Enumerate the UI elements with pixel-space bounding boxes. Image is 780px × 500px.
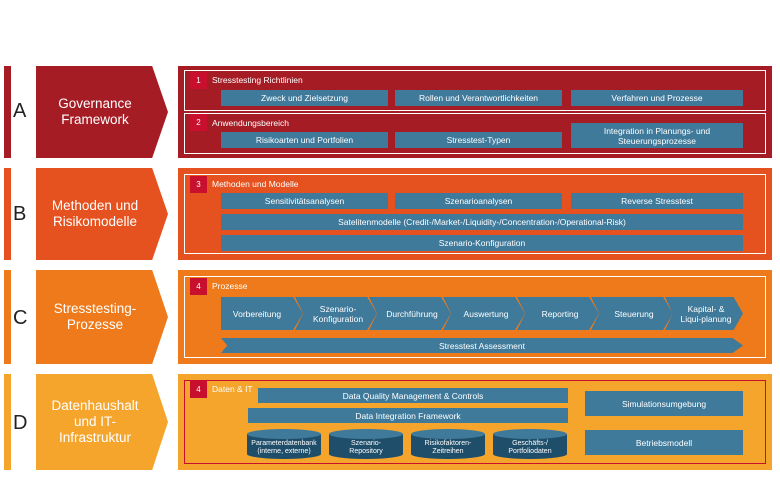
section-1-frame xyxy=(184,70,766,111)
box-simulationsumgebung: Simulationsumgebung xyxy=(585,391,743,416)
row-b-strip xyxy=(4,168,40,260)
step-durchfuehrung: Durchführung xyxy=(369,297,451,330)
row-a-chevron: Governance Framework xyxy=(36,66,168,158)
step-szenario-konfiguration: Szenario-Konfiguration xyxy=(295,297,377,330)
cylinder-risikofaktoren: Risikofaktoren-Zeitreihen xyxy=(410,428,486,460)
section-3-number: 3 xyxy=(190,176,207,193)
step-label: Vorbereitung xyxy=(232,308,282,319)
step-auswertung: Auswertung xyxy=(443,297,525,330)
box-sensitivitaet: Sensitivitätsanalysen xyxy=(221,193,388,209)
cylinder-szenario-repository: Szenario-Repository xyxy=(328,428,404,460)
section-5-frame xyxy=(184,380,766,464)
row-a-panel: 1 Stresstesting Richtlinien Zweck und Zi… xyxy=(178,66,772,158)
row-b-panel: 3 Methoden und Modelle Sensitivitätsanal… xyxy=(178,168,772,260)
database-icon xyxy=(411,429,485,459)
step-reporting: Reporting xyxy=(517,297,599,330)
step-label: Kapital- & Liqui-planung xyxy=(680,303,732,324)
step-steuerung: Steuerung xyxy=(591,297,673,330)
step-kapital-liquiplanung: Kapital- & Liqui-planung xyxy=(665,297,743,330)
row-c-strip xyxy=(4,270,40,364)
step-label: Auswertung xyxy=(463,308,509,319)
step-label: Reporting xyxy=(541,308,579,319)
database-icon xyxy=(247,429,321,459)
box-betriebsmodell: Betriebsmodell xyxy=(585,430,743,455)
box-data-quality: Data Quality Management & Controls xyxy=(258,388,568,403)
section-2-title: Anwendungsbereich xyxy=(212,118,290,128)
cylinder-label: Parameterdatenbank (interne, externe) xyxy=(251,440,317,455)
box-zweck: Zweck und Zielsetzung xyxy=(221,90,388,106)
row-d-panel: 4 Daten & IT Data Quality Management & C… xyxy=(178,374,772,470)
section-4-frame xyxy=(184,276,766,358)
row-a-letter: A xyxy=(13,100,27,122)
section-5-number: 4 xyxy=(190,381,207,398)
row-b-title: Methoden und Risikomodelle xyxy=(51,198,139,229)
section-1-number: 1 xyxy=(190,72,207,89)
step-label: Steuerung xyxy=(614,308,654,319)
cylinder-geschaeftsdaten: Geschäfts-/ Portfoliodaten xyxy=(492,428,568,460)
stresstest-assessment-bar: Stresstest Assessment xyxy=(221,338,743,353)
row-a-strip xyxy=(4,66,40,158)
row-d-chevron: Datenhaushalt und IT-Infrastruktur xyxy=(36,374,168,470)
row-b-letter: B xyxy=(13,203,27,225)
box-integration: Integration in Planungs- und Steuerungsp… xyxy=(571,123,743,148)
row-d-title: Datenhaushalt und IT-Infrastruktur xyxy=(51,398,139,445)
cylinder-label: Szenario-Repository xyxy=(349,440,383,455)
step-vorbereitung: Vorbereitung xyxy=(221,297,303,330)
box-rollen: Rollen und Verantwortlichkeiten xyxy=(395,90,562,106)
box-reverse-stresstest: Reverse Stresstest xyxy=(571,193,743,209)
row-d-strip xyxy=(4,374,40,470)
row-c-title: Stresstesting-Prozesse xyxy=(53,301,137,332)
box-risikoarten: Risikoarten und Portfolien xyxy=(221,132,388,148)
section-4-number: 4 xyxy=(190,278,207,295)
row-c-panel: 4 Prozesse Vorbereitung Szenario-Konfigu… xyxy=(178,270,772,364)
step-label: Durchführung xyxy=(386,308,438,319)
section-2-number: 2 xyxy=(190,114,207,131)
section-4-title: Prozesse xyxy=(212,281,248,291)
box-szenarioanalysen: Szenarioanalysen xyxy=(395,193,562,209)
step-label: Szenario-Konfiguration xyxy=(312,303,364,324)
section-2-frame xyxy=(184,113,766,154)
row-b-chevron: Methoden und Risikomodelle xyxy=(36,168,168,260)
database-icon xyxy=(329,429,403,459)
box-szenario-konfiguration: Szenario-Konfiguration xyxy=(221,235,743,251)
cylinder-label: Geschäfts-/ Portfoliodaten xyxy=(508,440,552,455)
box-stresstest-typen: Stresstest-Typen xyxy=(395,132,562,148)
section-1-title: Stresstesting Richtlinien xyxy=(212,75,303,85)
row-c-chevron: Stresstesting-Prozesse xyxy=(36,270,168,364)
cylinder-label: Risikofaktoren-Zeitreihen xyxy=(424,440,472,455)
row-c-letter: C xyxy=(13,307,28,329)
box-verfahren: Verfahren und Prozesse xyxy=(571,90,743,106)
assessment-label: Stresstest Assessment xyxy=(439,340,525,351)
box-data-integration: Data Integration Framework xyxy=(248,408,568,423)
row-a-title: Governance Framework xyxy=(58,96,132,127)
database-icon xyxy=(493,429,567,459)
section-5-title: Daten & IT xyxy=(212,384,253,394)
section-3-title: Methoden und Modelle xyxy=(212,179,299,189)
row-d-letter: D xyxy=(13,412,28,434)
cylinder-parameterdatenbank: Parameterdatenbank (interne, externe) xyxy=(246,428,322,460)
section-3-frame xyxy=(184,174,766,254)
box-satelitenmodelle: Satelitenmodelle (Credit-/Market-/Liquid… xyxy=(221,214,743,230)
